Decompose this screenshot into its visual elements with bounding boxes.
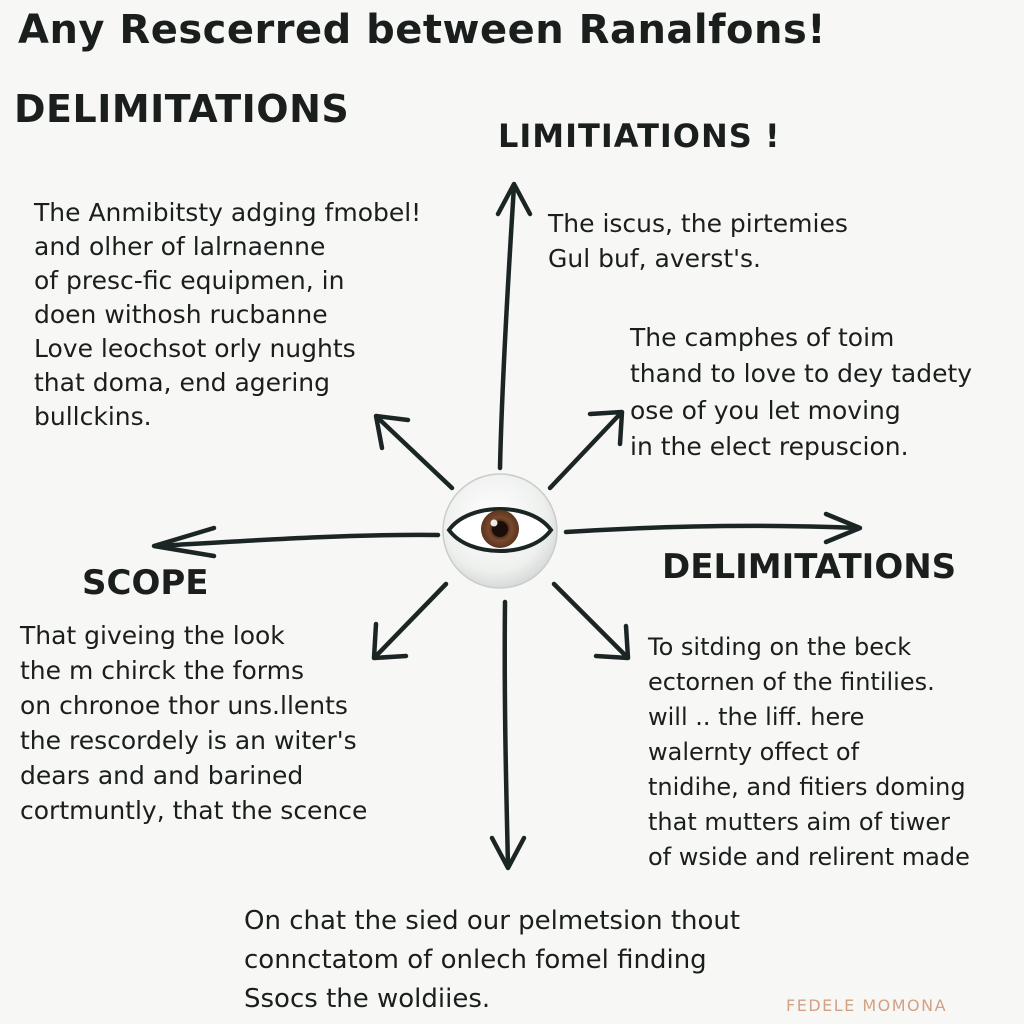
top-left-paragraph: The Anmibitsty adging fmobel! and olher … <box>34 198 422 431</box>
arrow-left-icon <box>151 525 441 559</box>
bottom-left-paragraph: That giveing the look the m chirck the f… <box>20 621 368 825</box>
delimitations-heading-top: DELIMITATIONS <box>14 87 350 131</box>
top-right-paragraph-2: The camphes of toim thand to love to dey… <box>630 323 973 461</box>
top-right-paragraph-1: The iscus, the pirtemies Gul buf, averst… <box>548 209 848 273</box>
arrow-down-icon <box>489 599 527 871</box>
page-title: Any Rescerred between Ranalfons! <box>18 7 827 53</box>
arrow-down-right-icon <box>551 581 631 661</box>
scope-heading: SCOPE <box>82 563 209 603</box>
eye-icon <box>442 473 558 589</box>
arrow-right-icon <box>563 511 863 545</box>
arrow-up-icon <box>495 181 533 471</box>
bottom-paragraph: On chat the sied our pelmetsion thout co… <box>244 906 741 1014</box>
bottom-right-paragraph: To sitding on the beck ectornen of the f… <box>648 633 970 872</box>
arrow-up-right-icon <box>547 409 625 491</box>
limitations-heading: LIMITIATIONS ! <box>498 117 781 155</box>
delimitations-heading-right: DELIMITATIONS <box>662 547 957 587</box>
arrow-up-left-icon <box>373 413 455 491</box>
watermark: FEDELE MOMONA <box>786 996 948 1015</box>
arrow-down-left-icon <box>371 581 449 661</box>
